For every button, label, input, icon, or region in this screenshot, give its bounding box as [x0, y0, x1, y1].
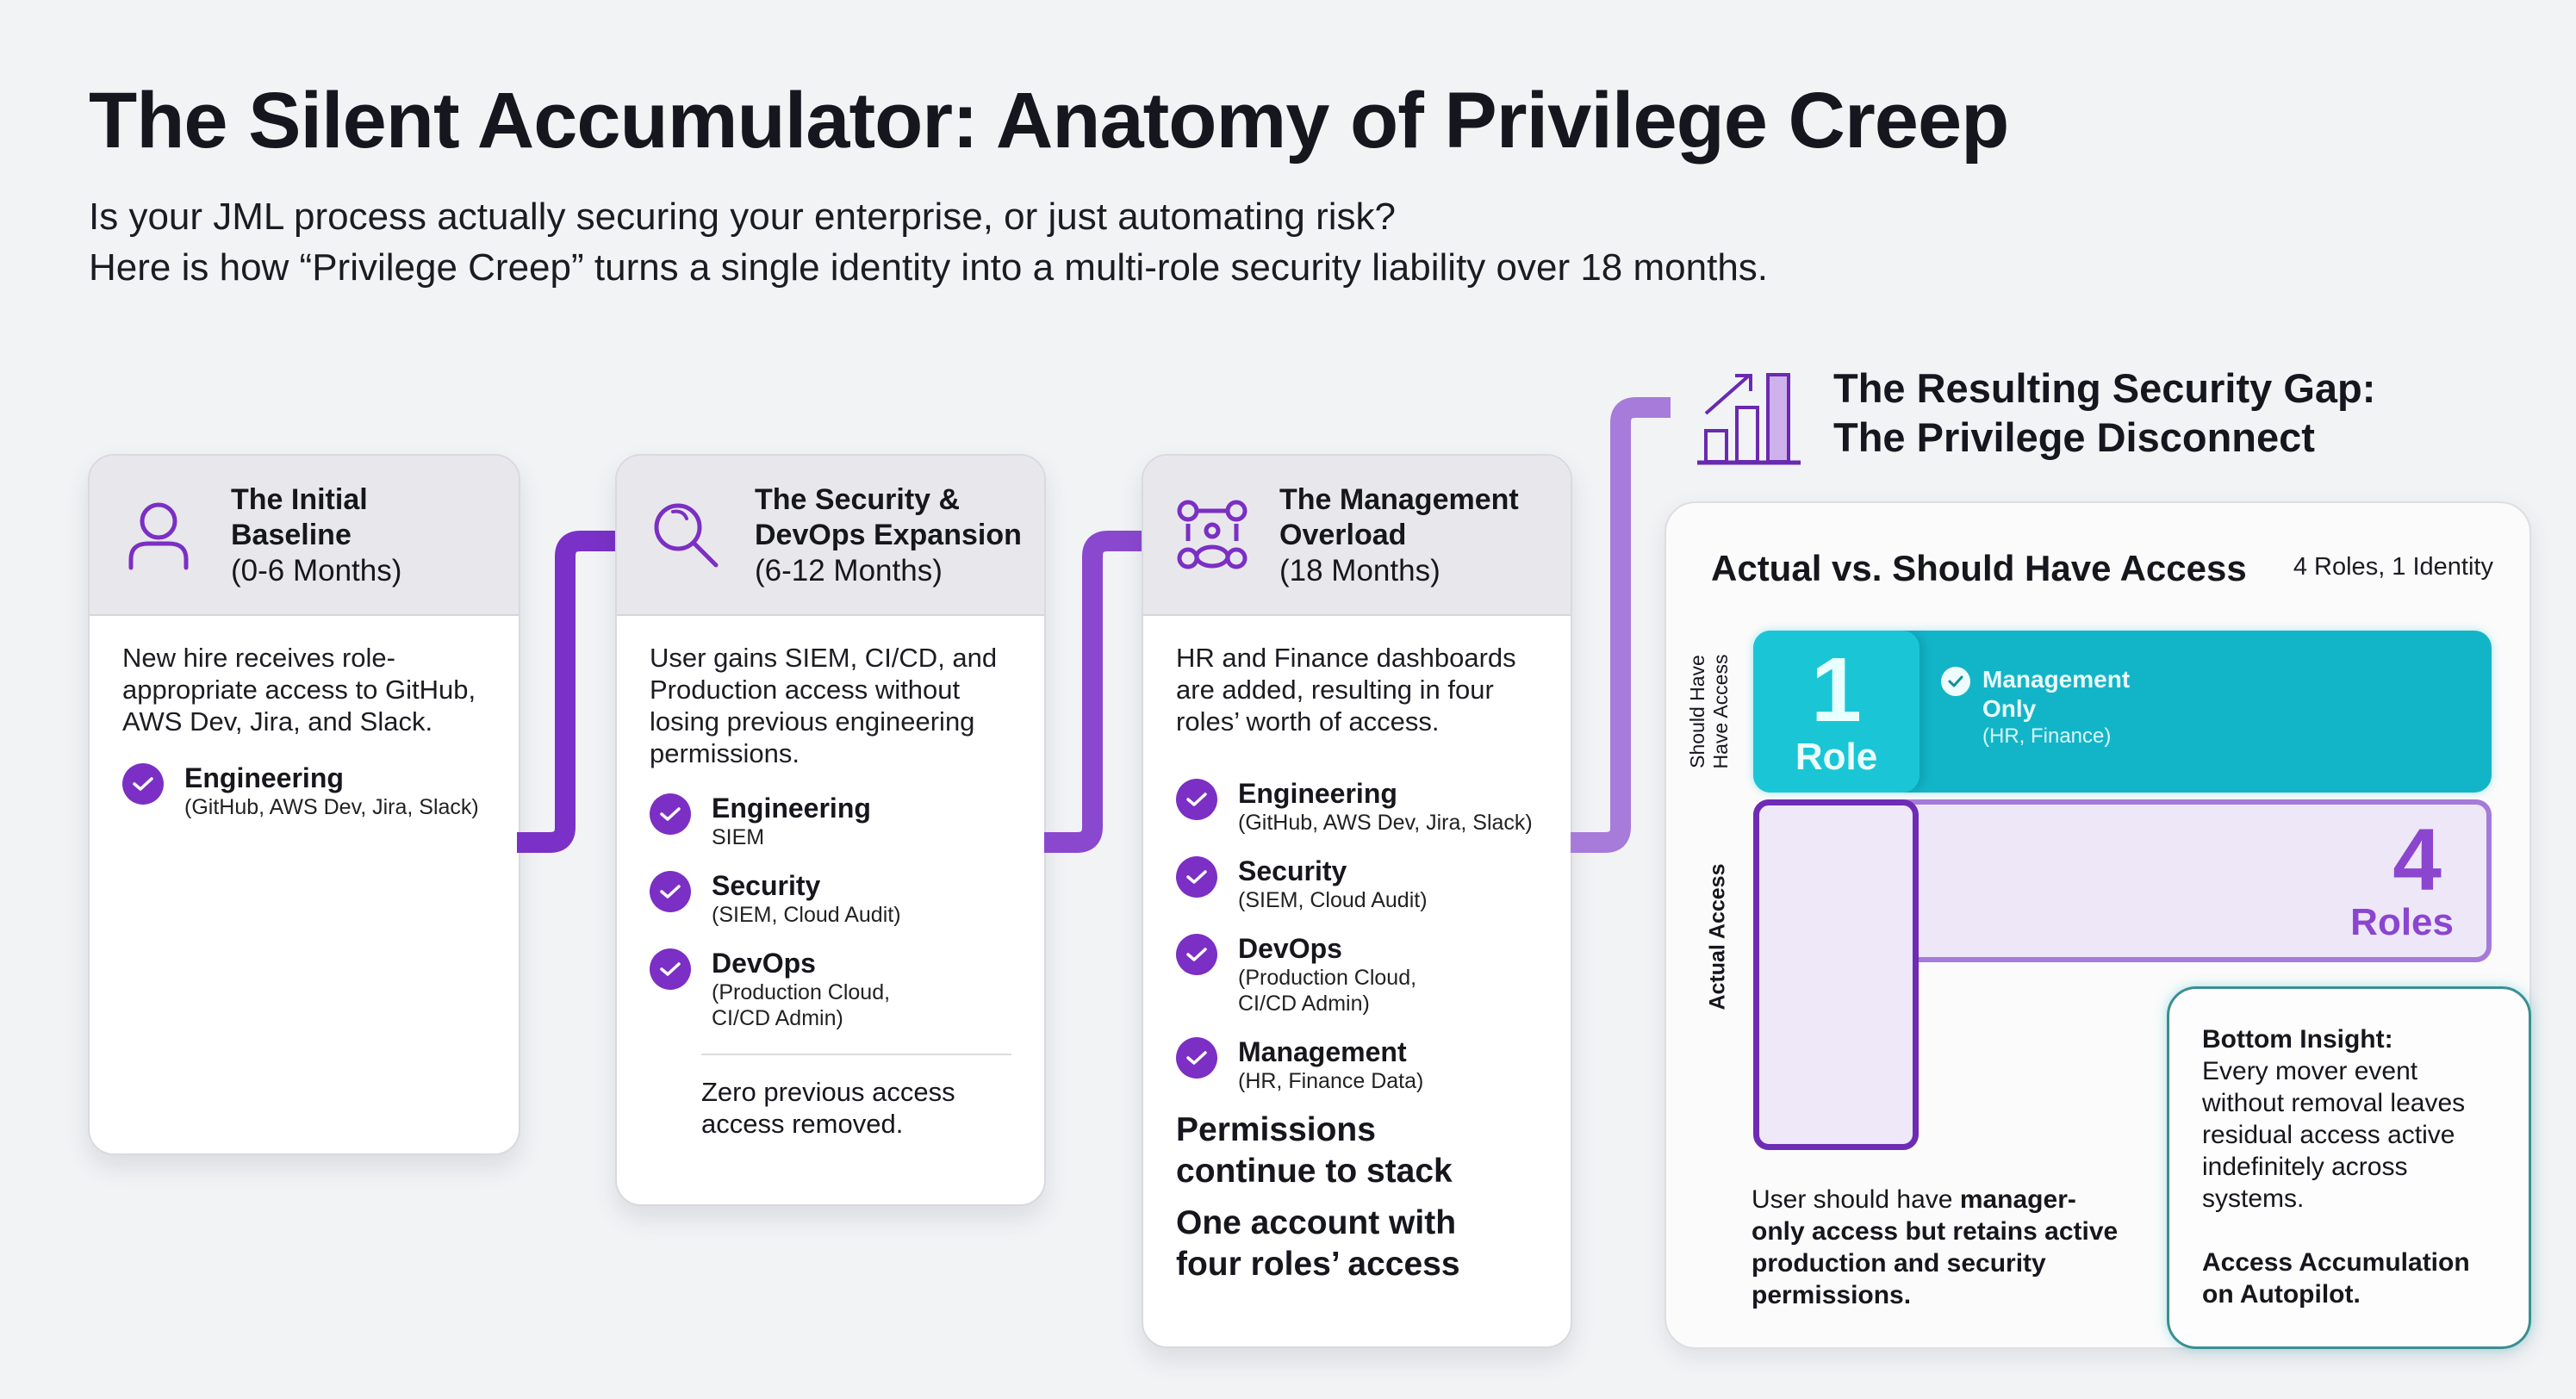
timeline-connector — [1571, 397, 1671, 853]
should-role-info: Management Only (HR, Finance) — [1941, 665, 2130, 749]
subtitle-line-1: Is your JML process actually securing yo… — [89, 196, 1397, 238]
stage-description: HR and Finance dashboards are added, res… — [1176, 643, 1516, 737]
role-name: Management — [1238, 1036, 1407, 1067]
stage-card-header: The Security & DevOps Expansion (6-12 Mo… — [617, 456, 1044, 616]
should-count-unit: Role — [1795, 736, 1878, 778]
stage-callout: One account with four roles’ access — [1176, 1204, 1460, 1283]
stage-title: The Initial Baseline — [231, 482, 368, 551]
should-have-access-label: Should Have Have Access — [1686, 643, 1733, 780]
check-circle-icon — [650, 793, 691, 835]
should-role-qualifier: Only — [1982, 695, 2037, 722]
gap-title-line-2: The Privilege Disconnect — [1833, 414, 2315, 460]
stage-period: (6-12 Months) — [755, 553, 943, 588]
magnifier-icon — [648, 497, 724, 573]
role-name: Engineering — [712, 793, 871, 824]
role-detail: (GitHub, AWS Dev, Jira, Slack) — [1238, 811, 1533, 835]
stage-callout: Permissions continue to stack — [1176, 1111, 1453, 1190]
stage-card-baseline: The Initial Baseline (0-6 Months) New hi… — [88, 454, 520, 1155]
actual-count-number: 4 — [2392, 811, 2442, 909]
check-circle-icon — [122, 763, 164, 805]
check-circle-icon — [650, 871, 691, 912]
label-line: Actual Access — [1705, 863, 1730, 1010]
role-detail: (Production Cloud, CI/CD Admin) — [1238, 966, 1417, 1016]
role-detail: (HR, Finance Data) — [1238, 1069, 1424, 1093]
divider — [701, 1054, 1011, 1055]
role-name: Engineering — [184, 762, 344, 793]
user-icon — [121, 497, 196, 573]
stage-description: New hire receives role-appropriate acces… — [122, 643, 476, 737]
role-detail: (SIEM, Cloud Audit) — [712, 903, 901, 927]
stage-description: User gains SIEM, CI/CD, and Production a… — [650, 643, 998, 768]
role-item: Security (SIEM, Cloud Audit) — [1176, 855, 1538, 913]
role-item: Engineering (GitHub, AWS Dev, Jira, Slac… — [1176, 777, 1538, 836]
bottom-insight-box: Bottom Insight: Every mover event withou… — [2167, 986, 2531, 1349]
role-item: Engineering SIEM — [650, 792, 1011, 850]
rising-bar-chart-icon — [1696, 360, 1802, 471]
role-detail: (GitHub, AWS Dev, Jira, Slack) — [184, 795, 479, 819]
role-name: Security — [712, 870, 821, 901]
check-circle-icon — [1176, 779, 1217, 820]
stage-title: The Management Overload — [1279, 482, 1519, 551]
actual-count-unit: Roles — [2350, 901, 2454, 943]
role-item: Security (SIEM, Cloud Audit) — [650, 869, 1011, 928]
role-name: Engineering — [1238, 778, 1397, 809]
panel-note: User should have manager-only access but… — [1752, 1184, 2122, 1311]
role-name: DevOps — [712, 948, 816, 979]
insight-body: Every mover event without removal leaves… — [2202, 1057, 2466, 1213]
should-have-access-bar: 1 Role Management Only (HR, Finance) — [1753, 631, 2492, 793]
role-name: Security — [1238, 855, 1347, 886]
stage-card-header: The Management Overload (18 Months) — [1143, 456, 1571, 616]
insight-heading: Bottom Insight: — [2202, 1025, 2393, 1054]
role-item: DevOps (Production Cloud, CI/CD Admin) — [650, 947, 1011, 1031]
role-item: Engineering (GitHub, AWS Dev, Jira, Slac… — [122, 762, 486, 820]
note-regular: User should have — [1752, 1185, 1960, 1214]
timeline-connector — [517, 531, 617, 853]
should-role-name: Management — [1982, 666, 2131, 693]
check-circle-icon — [1176, 934, 1217, 975]
subtitle-line-2: Here is how “Privilege Creep” turns a si… — [89, 246, 1769, 289]
panel-tag: 4 Roles, 1 Identity — [2293, 553, 2493, 581]
stage-card-expansion: The Security & DevOps Expansion (6-12 Mo… — [615, 454, 1046, 1206]
should-count-number: 1 — [1811, 639, 1862, 741]
stage-period: (0-6 Months) — [231, 553, 402, 588]
role-name: DevOps — [1238, 933, 1342, 964]
actual-access-stack — [1753, 799, 1919, 1150]
actual-access-label: Actual Access — [1705, 863, 1730, 1010]
stage-card-management: The Management Overload (18 Months) HR a… — [1142, 454, 1572, 1348]
check-circle-icon — [1176, 856, 1217, 898]
stage-note: Zero previous access access removed. — [701, 1077, 955, 1139]
stage-card-header: The Initial Baseline (0-6 Months) — [90, 456, 519, 616]
panel-title: Actual vs. Should Have Access — [1711, 548, 2247, 588]
note-bold: manager-only access but retains active p… — [1752, 1185, 2119, 1309]
should-role-detail: (HR, Finance) — [1982, 724, 2112, 748]
label-line: Have Access — [1709, 654, 1732, 769]
stage-period: (18 Months) — [1279, 553, 1440, 588]
role-detail: (Production Cloud, CI/CD Admin) — [712, 980, 891, 1030]
check-circle-icon — [1176, 1037, 1217, 1079]
label-line: Should Have — [1686, 655, 1708, 768]
page-title: The Silent Accumulator: Anatomy of Privi… — [89, 77, 2009, 165]
insight-footer: Access Accumulation on Autopilot. — [2202, 1248, 2470, 1309]
gap-title-line-1: The Resulting Security Gap: — [1833, 365, 2376, 411]
check-circle-icon — [650, 948, 691, 990]
should-role-count: 1 Role — [1753, 631, 1920, 793]
page-subtitle: Is your JML process actually securing yo… — [89, 191, 1768, 293]
role-item: DevOps (Production Cloud, CI/CD Admin) — [1176, 932, 1538, 1017]
gap-title: The Resulting Security Gap: The Privileg… — [1833, 364, 2375, 462]
role-detail: (SIEM, Cloud Audit) — [1238, 888, 1428, 912]
timeline-connector — [1044, 531, 1144, 853]
check-circle-icon — [1941, 667, 1970, 696]
role-detail: SIEM — [712, 825, 765, 849]
role-item: Management (HR, Finance Data) — [1176, 1035, 1538, 1094]
stage-title: The Security & DevOps Expansion — [755, 482, 1022, 551]
org-network-icon — [1174, 497, 1250, 573]
